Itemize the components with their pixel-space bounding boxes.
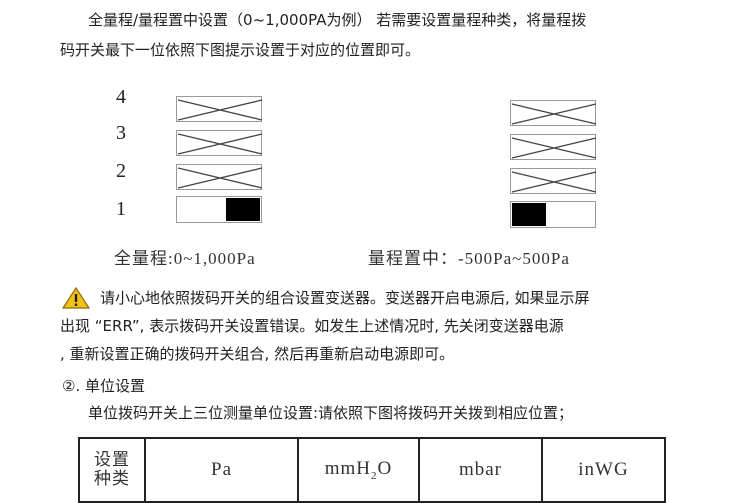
unused-switch-2: [510, 168, 597, 194]
unit-section-heading: ②. 单位设置: [62, 377, 145, 395]
unit-mbar: mbar: [418, 437, 543, 503]
unused-switch-3: [510, 134, 597, 160]
intro-line-2: 码开关最下一位依照下图提示设置于对应的位置即可。: [60, 41, 421, 59]
switch-label-1: 1: [116, 198, 126, 220]
unit-section-description: 单位拨码开关上三位测量单位设置:请依照下图将拨码开关拨到相应位置；: [88, 404, 574, 422]
switch-1-left-on: [510, 201, 596, 228]
header-label-line-2: 种类: [94, 469, 130, 489]
unit-mmh2o-base: mmH: [324, 458, 372, 480]
centered-range-caption: 量程置中：-500Pa~500Pa: [368, 249, 570, 268]
setting-type-header: 设置种类: [78, 437, 146, 503]
warning-line-2: 出现 “ERR”, 表示拨码开关设置错误。如发生上述情况时, 先关闭变送器电源: [60, 317, 564, 335]
unused-switch-3: [176, 130, 263, 156]
intro-line-1: 全量程/量程置中设置（0~1,000PA为例） 若需要设置量程种类，将量程拨: [88, 11, 587, 29]
switch-label-2: 2: [116, 160, 126, 182]
warning-line-1: 请小心地依照拨码开关的组合设置变送器。变送器开启电源后, 如果显示屏: [100, 289, 590, 307]
warning-icon: [61, 286, 91, 313]
unused-switch-2: [176, 164, 263, 190]
header-label-line-1: 设置: [94, 450, 130, 470]
unit-pa: Pa: [144, 437, 299, 503]
unit-inwg: inWG: [541, 437, 666, 503]
full-range-caption: 全量程:0~1,000Pa: [114, 249, 256, 268]
unit-mmh2o-subscript: 2: [371, 469, 378, 482]
unused-switch-4: [510, 100, 597, 126]
switch-label-3: 3: [116, 122, 126, 144]
unit-mmh2o-o: O: [377, 458, 393, 480]
warning-line-3: , 重新设置正确的拨码开关组合, 然后再重新启动电源即可。: [60, 345, 455, 363]
unused-switch-4: [176, 96, 263, 122]
unit-mmh2o: mmH2O: [297, 437, 420, 503]
switch-1-right-on: [176, 196, 262, 223]
switch-label-4: 4: [116, 86, 126, 108]
unit-setting-table: 设置种类 Pa mmH2O mbar inWG: [78, 437, 666, 503]
table-header-row: 设置种类 Pa mmH2O mbar inWG: [78, 437, 666, 503]
